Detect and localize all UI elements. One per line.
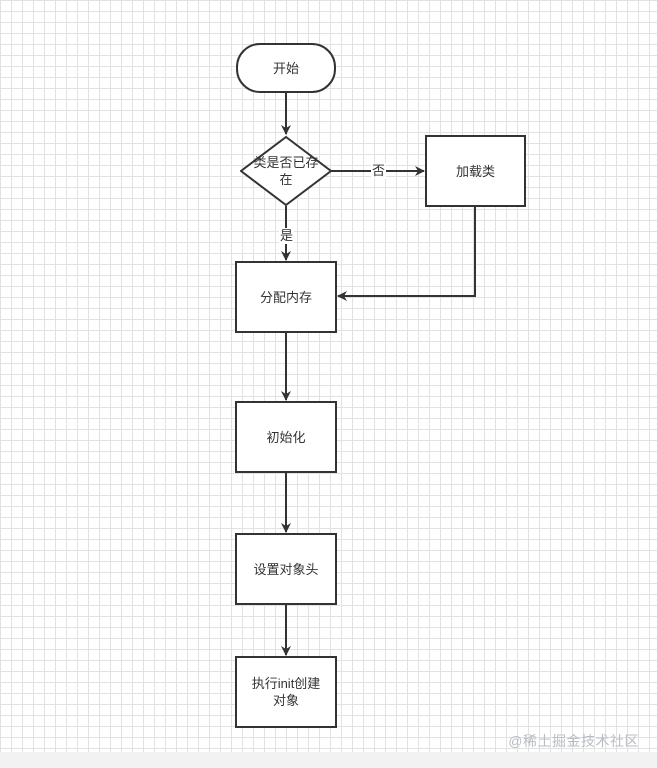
start-node-label: 开始	[272, 60, 299, 76]
initialize-label: 初始化	[266, 429, 306, 445]
decision-diamond-shape	[240, 136, 332, 206]
load-class-label: 加载类	[455, 163, 495, 179]
initialize-node: 初始化	[235, 401, 337, 473]
bottom-bar	[0, 752, 657, 768]
execute-init-label: 执行init创建对象	[251, 676, 321, 708]
execute-init-node: 执行init创建对象	[235, 656, 337, 728]
edge-label-yes: 是	[279, 228, 295, 244]
watermark-text: @稀土掘金技术社区	[508, 733, 639, 749]
load-class-node: 加载类	[425, 135, 526, 207]
allocate-memory-label: 分配内存	[259, 289, 312, 305]
class-exists-decision: 类是否已存在	[240, 136, 332, 206]
allocate-memory-node: 分配内存	[235, 261, 337, 333]
edge-label-no: 否	[371, 163, 387, 179]
set-object-header-node: 设置对象头	[235, 533, 337, 605]
connector-load-class-to-allocate	[337, 207, 476, 301]
start-node: 开始	[236, 43, 336, 93]
class-exists-label: 类是否已存在	[253, 155, 319, 187]
set-object-header-label: 设置对象头	[253, 561, 319, 577]
